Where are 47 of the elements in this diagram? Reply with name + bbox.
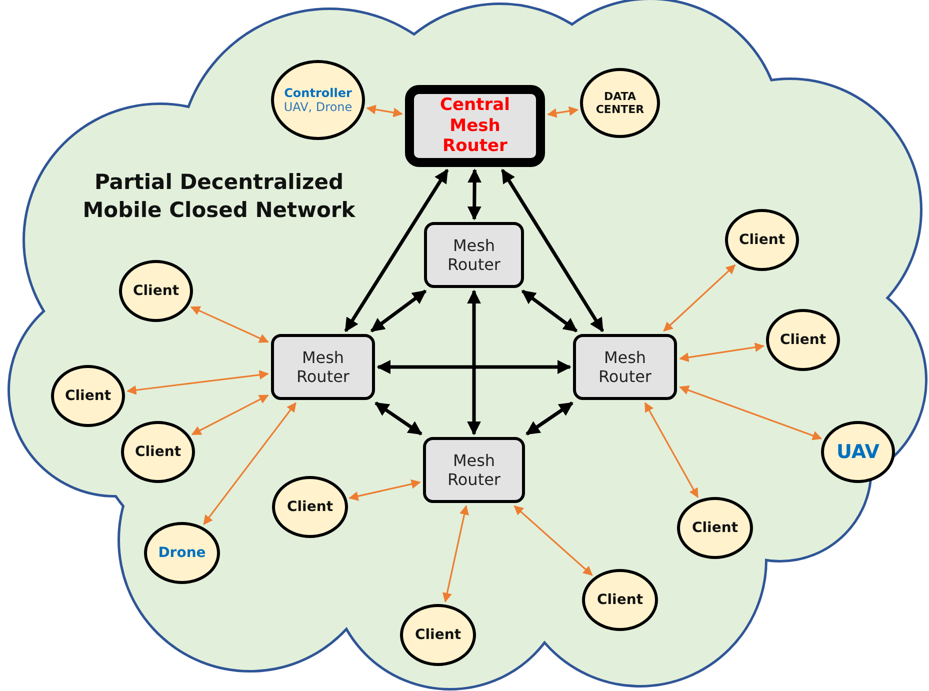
arrow [442, 505, 469, 602]
node-label: Client [64, 388, 112, 404]
arrow [191, 394, 269, 436]
router-box [423, 437, 525, 503]
network-title: Partial Decentralized Mobile Closed Network [82, 169, 356, 224]
node-label: Client [286, 498, 334, 516]
arrow [514, 505, 593, 576]
router-box [405, 85, 545, 167]
arrow [203, 402, 296, 525]
node-label: Client [780, 332, 826, 348]
node-label: UAV [836, 440, 880, 464]
arrow [644, 402, 698, 498]
arrow [190, 306, 269, 343]
arrow [500, 168, 604, 332]
arrow [467, 290, 481, 436]
node-label: Client [132, 282, 180, 300]
node-label: Mesh Router [446, 450, 502, 490]
arrow [663, 264, 736, 332]
node-label: Drone [158, 544, 206, 562]
node-label: DATA CENTER [594, 90, 646, 116]
node-label: Mesh Router [597, 348, 653, 386]
arrow [679, 386, 822, 440]
arrow [547, 106, 579, 118]
arrow [344, 168, 449, 332]
node-label: UAV, Drone [284, 100, 352, 114]
node-label: Client [738, 232, 786, 248]
router-box [271, 334, 375, 400]
node-label: Central Mesh Router [439, 95, 511, 157]
arrow [467, 168, 482, 220]
arrow [370, 290, 427, 332]
node-label: Mesh Router [446, 236, 502, 274]
node-label: Client [414, 626, 462, 644]
arrow [376, 360, 572, 374]
node-label: Client [134, 444, 182, 460]
arrow [374, 402, 422, 436]
node-label: Mesh Router [295, 348, 351, 386]
node-label: Client [596, 592, 644, 608]
router-box [573, 334, 677, 400]
arrow [366, 104, 403, 118]
node-label: Client [692, 520, 738, 536]
arrow [348, 479, 421, 501]
arrow [679, 342, 765, 362]
router-box [424, 222, 524, 288]
arrow [526, 402, 574, 436]
arrow [521, 290, 578, 332]
node-label: Controller [284, 86, 352, 100]
arrow [126, 370, 269, 395]
